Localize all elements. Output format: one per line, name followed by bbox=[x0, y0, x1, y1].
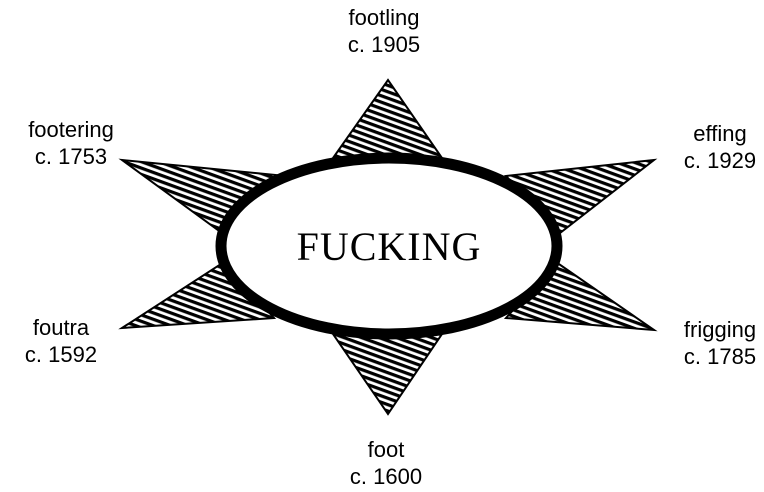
variant-word: footering bbox=[0, 116, 151, 143]
variant-date: c. 1592 bbox=[0, 341, 141, 368]
variant-date: c. 1785 bbox=[640, 343, 764, 370]
variant-word: foot bbox=[306, 436, 466, 463]
variant-word: foutra bbox=[0, 314, 141, 341]
variant-date: c. 1905 bbox=[304, 31, 464, 58]
variant-word: footling bbox=[304, 4, 464, 31]
variant-label-foot: foot c. 1600 bbox=[306, 436, 466, 490]
variant-word: frigging bbox=[640, 316, 764, 343]
variant-label-frigging: frigging c. 1785 bbox=[640, 316, 764, 370]
variant-date: c. 1753 bbox=[0, 143, 151, 170]
variant-date: c. 1600 bbox=[306, 463, 466, 490]
spike-top bbox=[333, 80, 442, 158]
center-word: FUCKING bbox=[244, 222, 534, 272]
spike-bottom bbox=[333, 334, 442, 414]
variant-date: c. 1929 bbox=[640, 147, 764, 174]
variant-word: effing bbox=[640, 120, 764, 147]
variant-label-foutra: foutra c. 1592 bbox=[0, 314, 141, 368]
variant-label-footering: footering c. 1753 bbox=[0, 116, 151, 170]
variant-label-footling: footling c. 1905 bbox=[304, 4, 464, 58]
variant-label-effing: effing c. 1929 bbox=[640, 120, 764, 174]
